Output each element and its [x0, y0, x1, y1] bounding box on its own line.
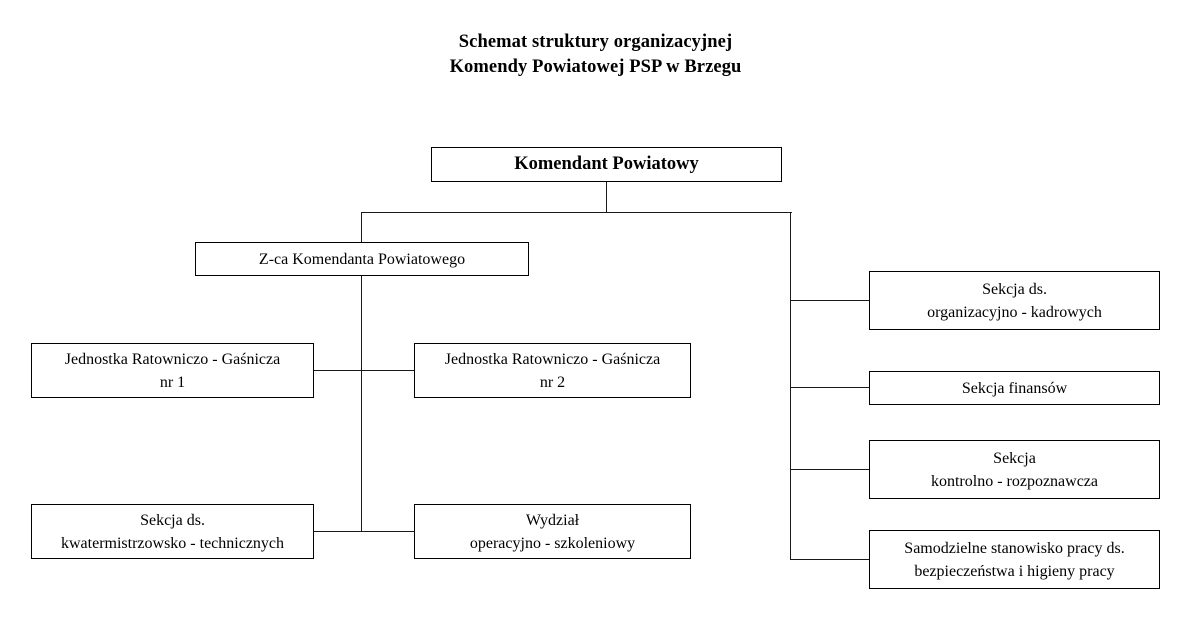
- node-safety-position[interactable]: Samodzielne stanowisko pracy ds. bezpiec…: [869, 530, 1160, 589]
- connector-deputy-drop: [361, 212, 363, 243]
- node-organization-section-line-1: Sekcja ds.: [982, 280, 1047, 298]
- node-jrg-1-line-1: Jednostka Ratowniczo - Gaśnicza: [64, 350, 281, 368]
- connector-branch-finance: [790, 387, 870, 389]
- node-jrg-2-line-2: nr 2: [539, 373, 566, 391]
- connector-section-row: [314, 531, 415, 533]
- node-quartermaster-section[interactable]: Sekcja ds. kwatermistrzowsko - techniczn…: [31, 504, 314, 559]
- node-commander[interactable]: Komendant Powiatowy: [431, 147, 782, 182]
- connector-right-rail: [790, 212, 792, 560]
- connector-branch-safety: [790, 559, 870, 561]
- node-jrg-1[interactable]: Jednostka Ratowniczo - Gaśnicza nr 1: [31, 343, 314, 398]
- connector-branch-control: [790, 469, 870, 471]
- connector-left-rail: [361, 275, 363, 532]
- chart-title: Schemat struktury organizacyjnej Komendy…: [0, 30, 1191, 80]
- node-control-section-line-2: kontrolno - rozpoznawcza: [930, 472, 1099, 490]
- node-organization-section-line-2: organizacyjno - kadrowych: [927, 303, 1102, 321]
- connector-branch-organization: [790, 300, 870, 302]
- node-deputy[interactable]: Z-ca Komendanta Powiatowego: [195, 242, 529, 276]
- node-control-section-line-1: Sekcja: [993, 449, 1036, 467]
- node-control-section[interactable]: Sekcja kontrolno - rozpoznawcza: [869, 440, 1160, 499]
- node-operations-division-line-1: Wydział: [525, 511, 580, 529]
- node-finance-section[interactable]: Sekcja finansów: [869, 371, 1160, 405]
- node-quartermaster-section-line-2: kwatermistrzowsko - technicznych: [60, 534, 285, 552]
- node-jrg-1-line-2: nr 1: [159, 373, 186, 391]
- node-jrg-2-line-1: Jednostka Ratowniczo - Gaśnicza: [444, 350, 661, 368]
- node-organization-section[interactable]: Sekcja ds. organizacyjno - kadrowych: [869, 271, 1160, 330]
- node-quartermaster-section-line-1: Sekcja ds.: [140, 511, 205, 529]
- node-safety-position-line-2: bezpieczeństwa i higieny pracy: [914, 562, 1115, 580]
- chart-title-line-1: Schemat struktury organizacyjnej: [458, 32, 733, 52]
- connector-jrg-row: [314, 370, 415, 372]
- node-deputy-line-1: Z-ca Komendanta Powiatowego: [258, 250, 466, 268]
- chart-title-line-2: Komendy Powiatowej PSP w Brzegu: [449, 57, 742, 77]
- connector-commander-drop: [606, 181, 608, 213]
- node-commander-line-1: Komendant Powiatowy: [514, 154, 699, 174]
- node-operations-division[interactable]: Wydział operacyjno - szkoleniowy: [414, 504, 691, 559]
- node-operations-division-line-2: operacyjno - szkoleniowy: [469, 534, 636, 552]
- node-safety-position-line-1: Samodzielne stanowisko pracy ds.: [904, 539, 1125, 557]
- connector-main-bus: [361, 212, 792, 214]
- node-jrg-2[interactable]: Jednostka Ratowniczo - Gaśnicza nr 2: [414, 343, 691, 398]
- node-finance-section-line-1: Sekcja finansów: [961, 379, 1068, 397]
